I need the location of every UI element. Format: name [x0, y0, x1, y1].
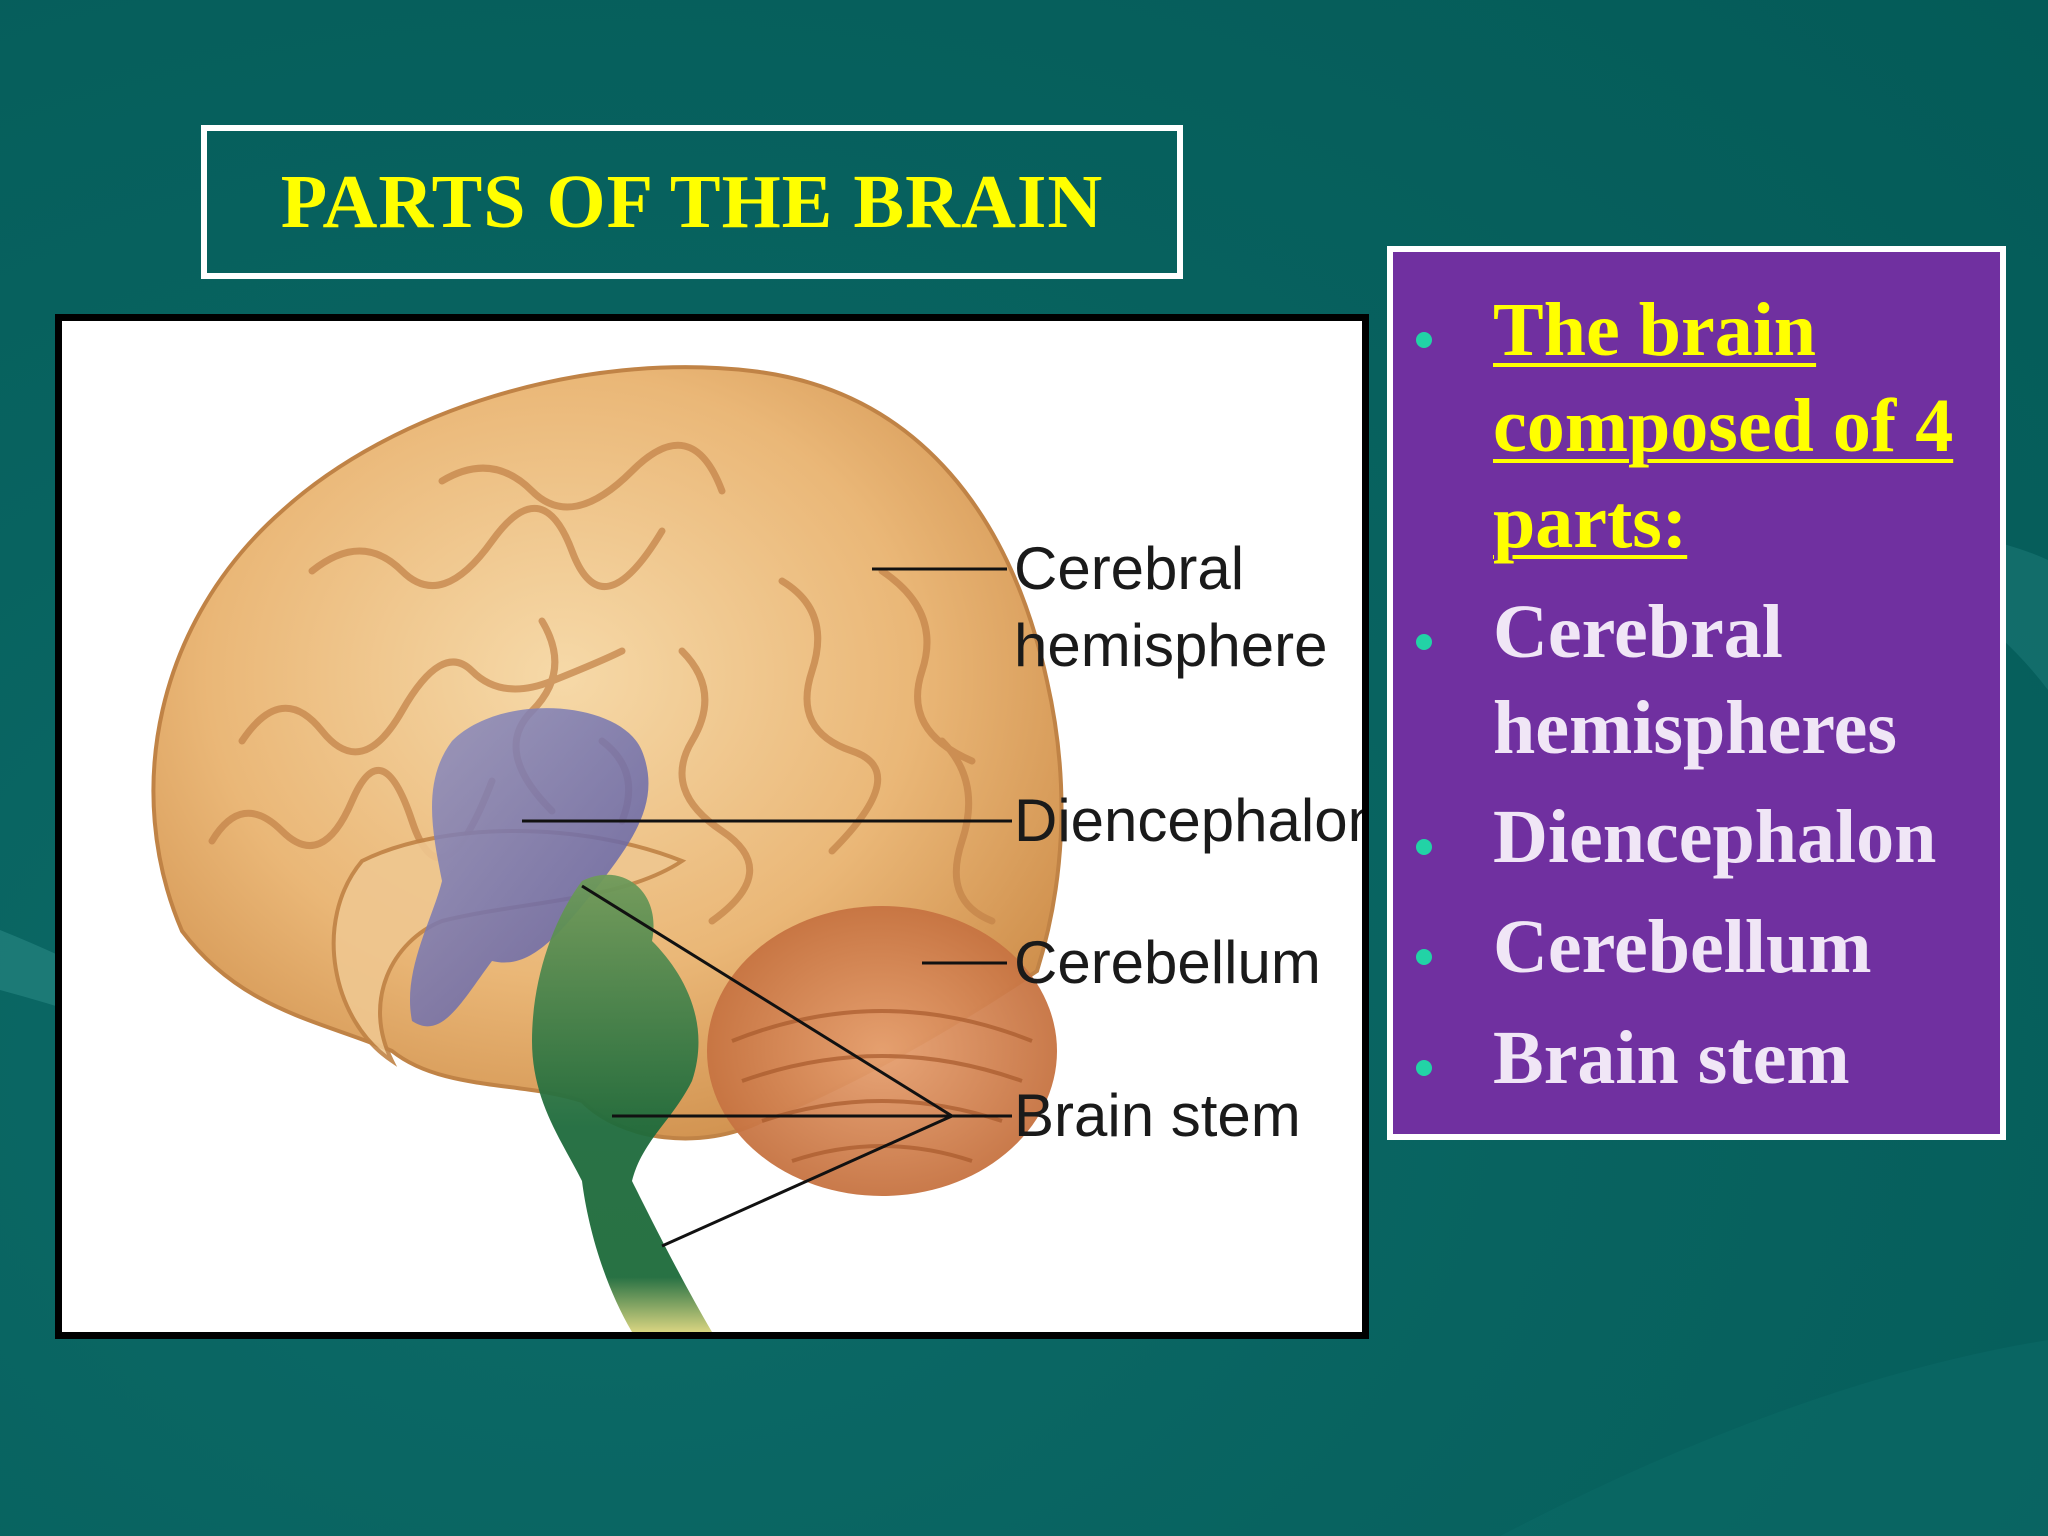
bullet-icon: [1416, 332, 1432, 348]
label-cerebral-line2: hemisphere: [1014, 612, 1328, 679]
bullet-icon: [1416, 949, 1432, 965]
list-item-text: Brain stem: [1493, 1016, 1850, 1100]
label-cerebral-line1: Cerebral: [1014, 535, 1244, 602]
bullet-icon: [1416, 1060, 1432, 1076]
slide-title: PARTS OF THE BRAIN: [280, 159, 1104, 244]
brain-diagram: Cerebral hemisphere Diencephalon Cerebel…: [55, 314, 1369, 1339]
diencephalon-shape: [409, 708, 649, 1027]
brain-stem-shape: [532, 874, 712, 1332]
list-item-text: Cerebellum: [1493, 905, 1872, 989]
bullet-icon: [1416, 634, 1432, 650]
bullet-icon: [1416, 839, 1432, 855]
label-diencephalon: Diencephalon: [1014, 787, 1362, 854]
label-brain-stem: Brain stem: [1014, 1082, 1301, 1149]
title-box: PARTS OF THE BRAIN: [201, 125, 1183, 279]
list-item-text: Diencephalon: [1493, 795, 1937, 879]
info-panel: The brain composed of 4 parts: Cerebral …: [1387, 246, 2006, 1140]
cerebellum-shape: [707, 906, 1057, 1196]
label-cerebellum: Cerebellum: [1014, 929, 1321, 996]
list-item-text: Cerebral hemispheres: [1493, 590, 1897, 770]
brain-illustration: Cerebral hemisphere Diencephalon Cerebel…: [151, 365, 1362, 1332]
panel-heading: The brain composed of 4 parts:: [1493, 288, 1954, 564]
